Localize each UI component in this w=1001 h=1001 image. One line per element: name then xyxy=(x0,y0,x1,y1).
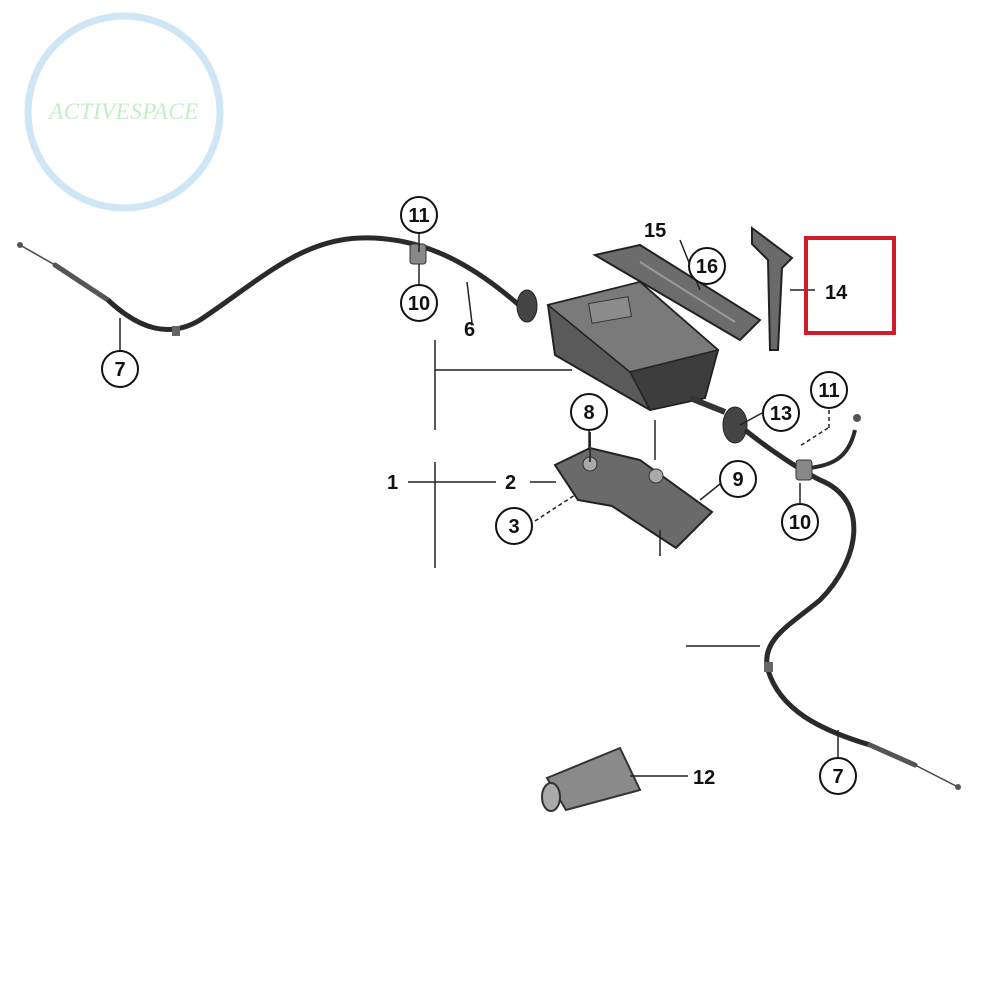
callout-11-right: 11 xyxy=(810,371,848,409)
watermark-logo: ACTIVESPACE xyxy=(24,12,224,212)
left-brake-cable xyxy=(17,235,538,336)
callout-9: 9 xyxy=(719,460,757,498)
svg-text:9: 9 xyxy=(732,469,743,491)
callout-10-right: 10 xyxy=(781,503,819,541)
brake-actuator-unit xyxy=(546,280,727,415)
label-14: 14 xyxy=(825,282,848,304)
label-2: 2 xyxy=(505,472,516,494)
actuator-cover xyxy=(592,243,762,342)
callout-13: 13 xyxy=(762,394,800,432)
label-12: 12 xyxy=(693,767,715,789)
svg-text:16: 16 xyxy=(696,256,718,278)
grease-tube xyxy=(541,746,642,812)
svg-text:11: 11 xyxy=(408,205,429,227)
callout-7-bottom: 7 xyxy=(819,757,857,795)
callout-10-top: 10 xyxy=(400,284,438,322)
callout-11-top: 11 xyxy=(400,196,438,234)
svg-text:10: 10 xyxy=(789,512,811,534)
label-15: 15 xyxy=(644,220,666,242)
release-handle xyxy=(751,226,794,351)
label-1: 1 xyxy=(387,472,398,494)
right-brake-cable xyxy=(722,406,961,790)
callout-8: 8 xyxy=(570,393,608,431)
svg-text:8: 8 xyxy=(583,402,594,424)
svg-text:3: 3 xyxy=(508,516,519,538)
callout-7-left: 7 xyxy=(101,350,139,388)
svg-text:11: 11 xyxy=(818,380,839,402)
callout-3: 3 xyxy=(495,507,533,545)
mounting-bracket xyxy=(553,432,714,550)
highlight-box-14: 14 xyxy=(804,236,896,335)
svg-text:7: 7 xyxy=(832,766,843,788)
callout-16: 16 xyxy=(688,247,726,285)
svg-text:13: 13 xyxy=(770,403,792,425)
watermark-text: ACTIVESPACE xyxy=(47,99,198,124)
svg-text:10: 10 xyxy=(408,293,430,315)
svg-text:7: 7 xyxy=(114,359,125,381)
label-6: 6 xyxy=(464,319,475,341)
leader-lines xyxy=(119,233,839,777)
